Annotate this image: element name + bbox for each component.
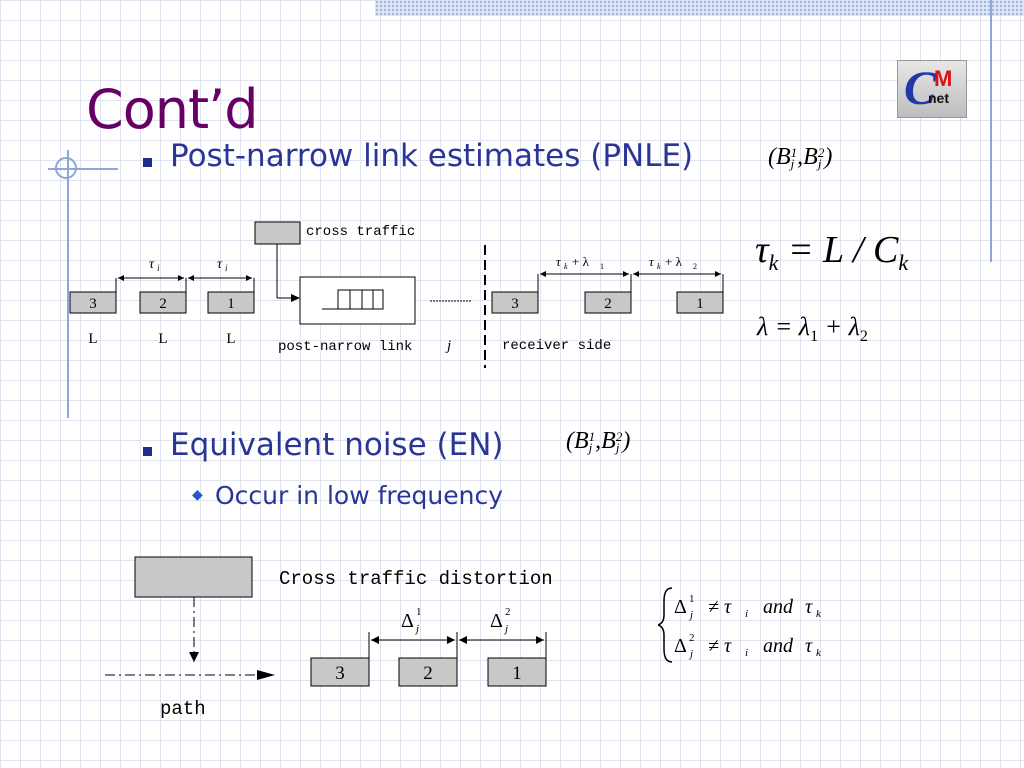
delta-label-1: Δ 1 j — [401, 606, 422, 635]
left-packet-2 — [139, 291, 187, 314]
bullet-pnle: Post-narrow link estimates (PNLE) — [170, 138, 694, 174]
logo-text-net: net — [928, 90, 949, 106]
svg-text:i: i — [745, 647, 748, 659]
right-packet-label: 2 — [604, 296, 612, 312]
svg-text:j: j — [414, 623, 419, 635]
delta2-case: Δ 2 j ≠ τ i and τ k — [674, 632, 822, 660]
decorative-line-right — [990, 0, 992, 262]
svg-text:and: and — [763, 596, 794, 618]
header-dot-band — [375, 0, 1024, 16]
left-packet-1 — [207, 291, 255, 314]
right-packet-1 — [676, 291, 724, 314]
tau-i-label: τ — [217, 257, 223, 272]
bottom-packet-1 — [487, 657, 547, 687]
svg-text:2: 2 — [693, 262, 697, 271]
svg-text:and: and — [763, 635, 794, 657]
distortion-label: Cross traffic distortion — [279, 568, 553, 590]
bullet-diamond-icon: ◆ — [192, 487, 203, 503]
slide-title: Cont’d — [86, 78, 259, 141]
left-packet-label: 1 — [227, 296, 235, 312]
logo-letter-c: C — [904, 62, 937, 115]
decorative-circle — [55, 157, 77, 179]
svg-text:Δ: Δ — [674, 635, 687, 657]
svg-text:τ: τ — [805, 635, 813, 657]
cross-traffic-box — [254, 221, 301, 245]
path-arrowhead — [257, 670, 275, 680]
packet-size-label: L — [226, 331, 235, 347]
svg-text:τ: τ — [649, 254, 655, 269]
svg-text:1: 1 — [600, 262, 604, 271]
en-diagram: path Cross traffic distortion 3 2 1 Δ 1 … — [105, 556, 553, 720]
svg-text:τ: τ — [556, 254, 562, 269]
bottom-packet-label: 3 — [335, 663, 345, 684]
svg-text:k: k — [564, 262, 568, 271]
decorative-line-left — [67, 150, 69, 418]
svg-text:≠ τ: ≠ τ — [708, 596, 732, 618]
right-packet-2 — [584, 291, 632, 314]
svg-text:1: 1 — [416, 606, 422, 618]
bottom-packet-3 — [310, 657, 370, 687]
svg-text:j: j — [503, 623, 508, 635]
bottom-packet-2 — [398, 657, 458, 687]
bottom-packet-label: 2 — [423, 663, 433, 684]
delta1-case: Δ 1 j ≠ τ i and τ k — [674, 593, 822, 621]
svg-text:+ λ: + λ — [572, 254, 590, 269]
svg-text:≠ τ: ≠ τ — [708, 635, 732, 657]
svg-text:i: i — [157, 263, 160, 273]
right-packet-label: 1 — [696, 296, 704, 312]
formula-delta-cases: Δ 1 j ≠ τ i and τ k Δ 2 j ≠ τ i and τ k — [658, 587, 822, 663]
tau-i-label: τ — [149, 257, 155, 272]
pnle-diagram: cross traffic post-narrow link j 3 2 1 L… — [69, 221, 724, 368]
post-narrow-link-label: post-narrow link — [278, 339, 412, 355]
cross-traffic-label: cross traffic — [306, 224, 415, 240]
svg-text:i: i — [745, 608, 748, 620]
bottom-packet-label: 1 — [512, 663, 522, 684]
link-j-label: j — [445, 338, 451, 354]
bullet-square-icon — [143, 158, 152, 167]
logo-letter-m: M — [934, 66, 953, 91]
svg-text:k: k — [816, 608, 822, 620]
packet-size-label: L — [88, 331, 97, 347]
bullet-en: Equivalent noise (EN) — [170, 427, 504, 463]
delta-label-2: Δ 2 j — [490, 606, 511, 635]
svg-text:j: j — [688, 648, 693, 660]
svg-text:2: 2 — [689, 632, 695, 644]
svg-text:2: 2 — [505, 606, 511, 618]
path-label: path — [160, 698, 206, 720]
svg-text:τ: τ — [805, 596, 813, 618]
svg-text:Δ: Δ — [674, 596, 687, 618]
svg-text:Δ: Δ — [490, 610, 503, 632]
right-packet-label: 3 — [511, 296, 519, 312]
cross-traffic-down-arrowhead — [189, 652, 199, 662]
svg-text:k: k — [816, 647, 822, 659]
gap-label-2: τ k + λ 2 — [649, 254, 697, 271]
left-packet-3 — [69, 291, 117, 314]
svg-text:k: k — [657, 262, 661, 271]
formula-tau-k: τk = L / Ck — [755, 229, 909, 275]
svg-text:+ λ: + λ — [665, 254, 683, 269]
cnet-logo: C M net — [897, 60, 967, 118]
left-packet-label: 2 — [159, 296, 167, 312]
sub-bullet-low-frequency: Occur in low frequency — [215, 481, 504, 510]
svg-text:Δ: Δ — [401, 610, 414, 632]
left-packet-label: 3 — [89, 296, 97, 312]
svg-text:j: j — [688, 609, 693, 621]
cross-traffic-source-box — [134, 556, 253, 598]
right-packet-3 — [491, 291, 539, 314]
cross-traffic-arrowhead — [291, 294, 300, 302]
bullet-square-icon — [143, 447, 152, 456]
svg-text:1: 1 — [689, 593, 695, 605]
formula-lambda: λ = λ1 + λ2 — [757, 312, 868, 345]
decorative-line-horizontal — [48, 168, 118, 170]
queue-box — [337, 289, 384, 310]
left-brace-icon — [658, 587, 673, 663]
gap-label-1: τ k + λ 1 — [556, 254, 604, 271]
receiver-side-label: receiver side — [502, 338, 611, 354]
packet-size-label: L — [158, 331, 167, 347]
svg-text:i: i — [225, 263, 228, 273]
